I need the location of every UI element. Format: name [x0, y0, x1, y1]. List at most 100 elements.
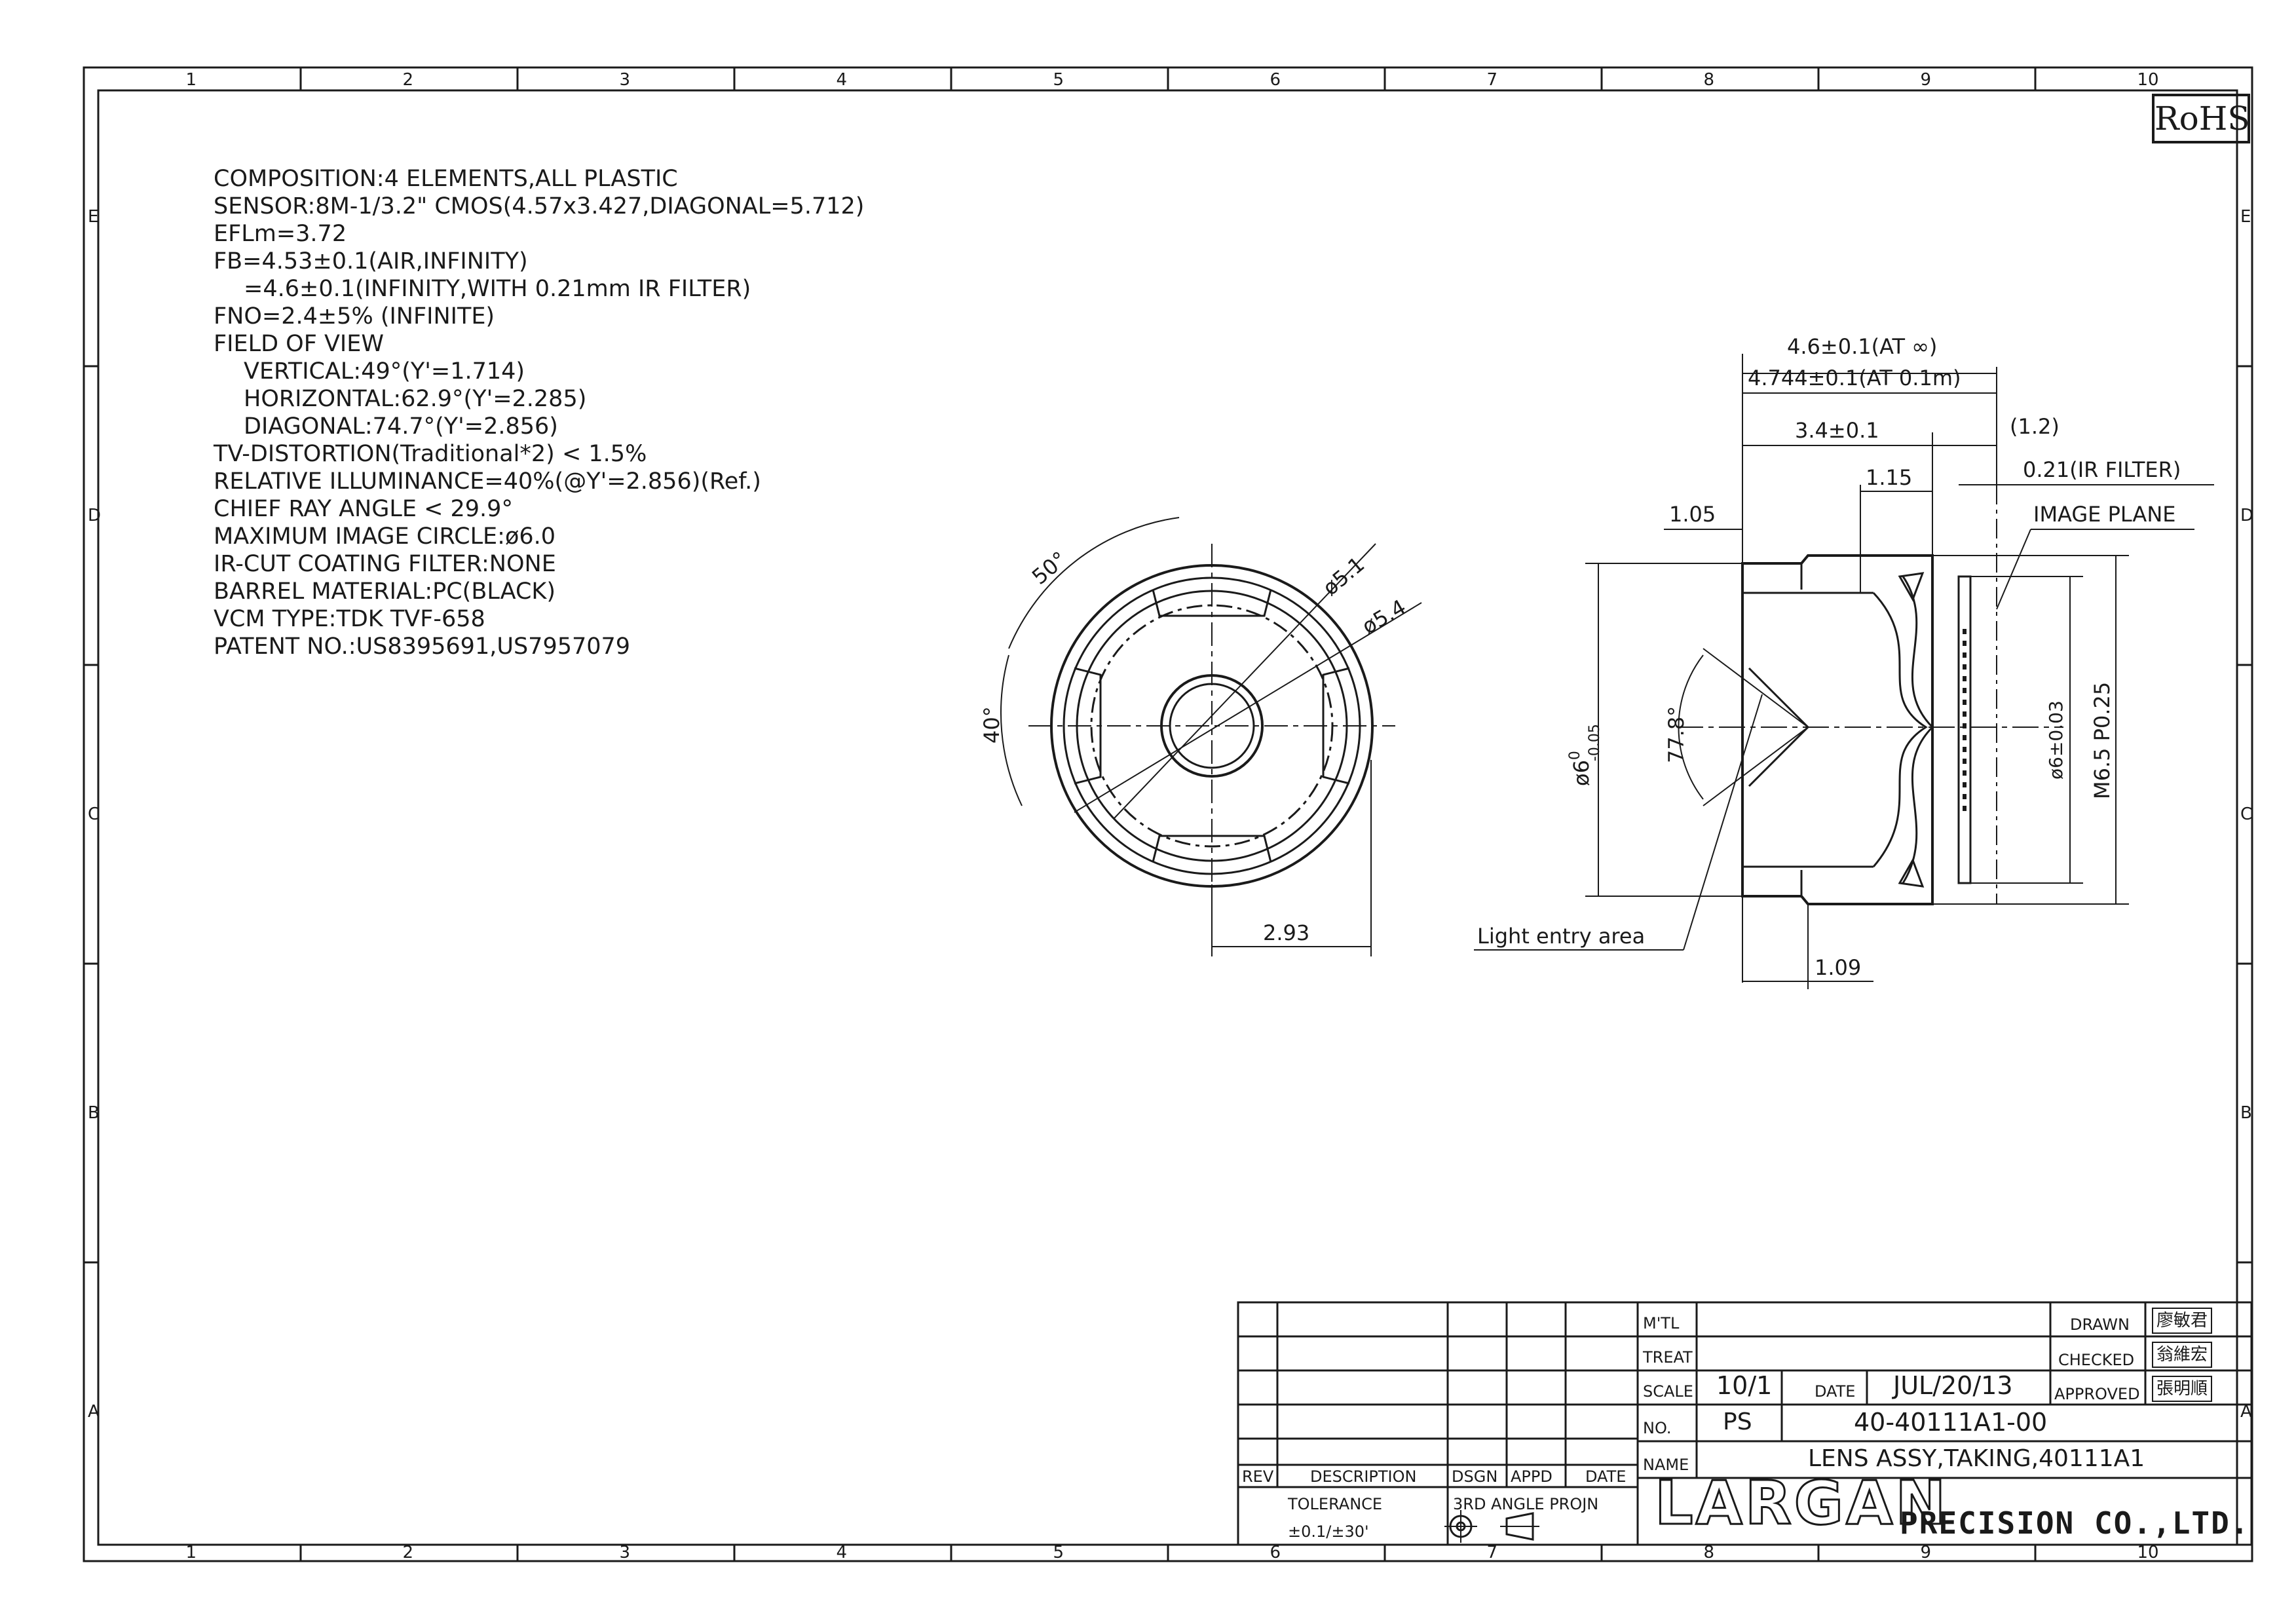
- spec-ir-cut: IR-CUT COATING FILTER:NONE: [214, 551, 556, 577]
- zone-label-bottom: 7: [1487, 1543, 1498, 1562]
- zone-label-left: E: [88, 207, 98, 227]
- zone-label-top: 10: [2137, 70, 2159, 90]
- spec-patent: PATENT NO.:US8395691,US7957079: [214, 633, 631, 660]
- zone-label-right: C: [2240, 804, 2252, 824]
- spec-fov-label: FIELD OF VIEW: [214, 331, 384, 357]
- lens-retainer-bottom: [1898, 858, 1925, 888]
- zone-label-top: 7: [1487, 70, 1498, 90]
- zone-label-bottom: 8: [1704, 1543, 1715, 1562]
- tb-mtl: M'TL: [1643, 1314, 1680, 1332]
- tb-scale-value: 10/1: [1716, 1371, 1772, 1400]
- label-dia6: ø60-0.05: [1567, 724, 1603, 786]
- spec-barrel-material: BARREL MATERIAL:PC(BLACK): [214, 578, 556, 605]
- spec-fb-air: FB=4.53±0.1(AIR,INFINITY): [214, 248, 528, 274]
- spec-relative-illuminance: RELATIVE ILLUMINANCE=40%(@Y'=2.856)(Ref.…: [214, 468, 761, 495]
- zone-label-top: 4: [837, 70, 848, 90]
- spec-max-image-circle: MAXIMUM IMAGE CIRCLE:ø6.0: [214, 523, 556, 550]
- label-thread: M6.5 P0.25: [2090, 682, 2115, 799]
- zone-ticks: [84, 67, 2252, 1561]
- signature-checked: 翁維宏: [2152, 1342, 2212, 1368]
- tb-no: NO.: [1643, 1419, 1672, 1437]
- zone-label-bottom: 6: [1270, 1543, 1281, 1562]
- spec-sensor: SENSOR:8M-1/3.2" CMOS(4.57x3.427,DIAGONA…: [214, 193, 865, 219]
- label-len-12: (1.2): [2010, 414, 2060, 439]
- ir-filter: [1957, 575, 1972, 884]
- zone-label-top: 8: [1704, 70, 1715, 90]
- label-len-105: 1.05: [1669, 502, 1716, 527]
- projection-symbol: [1444, 1510, 1539, 1543]
- zone-label-left: B: [88, 1103, 100, 1123]
- tb-part-no: 40-40111A1-00: [1854, 1408, 2047, 1437]
- label-dim-293: 2.93: [1263, 920, 1309, 945]
- spec-list: COMPOSITION:4 ELEMENTS,ALL PLASTIC SENSO…: [214, 165, 864, 660]
- spec-fb-ir: =4.6±0.1(INFINITY,WITH 0.21mm IR FILTER): [244, 276, 751, 302]
- signature-drawn: 廖敏君: [2152, 1308, 2212, 1334]
- label-dia6-lower: -0.05: [1587, 724, 1603, 761]
- lens-retainer-top: [1898, 572, 1925, 602]
- rohs-mark: RoHS: [2152, 94, 2250, 143]
- label-angle-778: 77.8°: [1664, 706, 1689, 763]
- tb-drawn: DRAWN: [2070, 1315, 2130, 1334]
- zone-label-bottom: 4: [837, 1543, 848, 1562]
- label-len-109: 1.09: [1815, 955, 1861, 980]
- tb-tolerance: TOLERANCE: [1287, 1495, 1382, 1513]
- zone-label-top: 2: [403, 70, 414, 90]
- tb-checked: CHECKED: [2058, 1351, 2134, 1369]
- spec-vcm-type: VCM TYPE:TDK TVF-658: [214, 606, 485, 632]
- label-ir-filter: 0.21(IR FILTER): [2023, 457, 2181, 482]
- zone-label-bottom: 3: [620, 1543, 631, 1562]
- spec-fno: FNO=2.4±5% (INFINITE): [214, 303, 495, 330]
- title-block-frame: [1237, 1301, 2253, 1546]
- zone-label-right: E: [2240, 207, 2251, 227]
- tb-name: NAME: [1643, 1456, 1689, 1474]
- label-image-plane: IMAGE PLANE: [2033, 502, 2175, 527]
- zone-label-top: 5: [1053, 70, 1064, 90]
- tb-description: DESCRIPTION: [1310, 1467, 1416, 1486]
- title-block: [1237, 1301, 2253, 1546]
- tb-date-col: DATE: [1585, 1467, 1626, 1486]
- spec-fov-vertical: VERTICAL:49°(Y'=1.714): [244, 358, 525, 385]
- zone-label-right: B: [2240, 1103, 2252, 1123]
- spec-fov-horizontal: HORIZONTAL:62.9°(Y'=2.285): [244, 386, 587, 412]
- label-len-115: 1.15: [1866, 465, 1912, 490]
- side-view: [1474, 354, 2214, 989]
- angle-50-arc: [1008, 517, 1180, 649]
- label-dia6-base: ø6: [1569, 760, 1594, 786]
- tb-no-prefix: PS: [1723, 1408, 1752, 1435]
- zone-label-left: A: [88, 1402, 100, 1422]
- tb-appd: APPD: [1511, 1467, 1553, 1486]
- tb-dsgn: DSGN: [1452, 1467, 1497, 1486]
- tb-approved: APPROVED: [2054, 1385, 2140, 1403]
- company-suffix: PRECISION CO.,LTD.: [1900, 1505, 2250, 1541]
- tb-name-value: LENS ASSY,TAKING,40111A1: [1808, 1445, 2145, 1472]
- zone-label-bottom: 2: [403, 1543, 414, 1562]
- tb-date-value: JUL/20/13: [1892, 1371, 2013, 1400]
- zone-label-right: A: [2240, 1402, 2252, 1422]
- label-len-inf: 4.6±0.1(AT ∞): [1787, 334, 1937, 359]
- zone-label-bottom: 9: [1921, 1543, 1932, 1562]
- label-angle-40: 40°: [979, 706, 1004, 744]
- company-logo: LARGAN: [1653, 1468, 1949, 1538]
- label-dia6-tol: ø6±0.03: [2045, 700, 2067, 780]
- zone-label-bottom: 5: [1053, 1543, 1064, 1562]
- angle-778-leg-top: [1703, 648, 1809, 728]
- barrel-outline: [1741, 554, 1934, 905]
- dim-image-plane-leader: [1996, 529, 2031, 610]
- zone-label-top: 1: [186, 70, 197, 90]
- zone-label-bottom: 1: [186, 1543, 197, 1562]
- zone-label-left: D: [88, 506, 101, 525]
- front-view: [1000, 517, 1422, 956]
- spec-fov-diagonal: DIAGONAL:74.7°(Y'=2.856): [244, 413, 558, 440]
- tb-treat: TREAT: [1642, 1348, 1693, 1367]
- zone-label-top: 6: [1270, 70, 1281, 90]
- lens-surface-1: [1872, 592, 1928, 867]
- zone-label-left: C: [88, 804, 100, 824]
- spec-chief-ray-angle: CHIEF RAY ANGLE < 29.9°: [214, 496, 513, 522]
- label-len-01m: 4.744±0.1(AT 0.1m): [1748, 366, 1961, 390]
- angle-778-arc: [1678, 654, 1704, 800]
- light-entry-leader: [1683, 694, 1763, 951]
- angle-40-arc: [1000, 654, 1023, 806]
- label-light-entry: Light entry area: [1477, 924, 1645, 949]
